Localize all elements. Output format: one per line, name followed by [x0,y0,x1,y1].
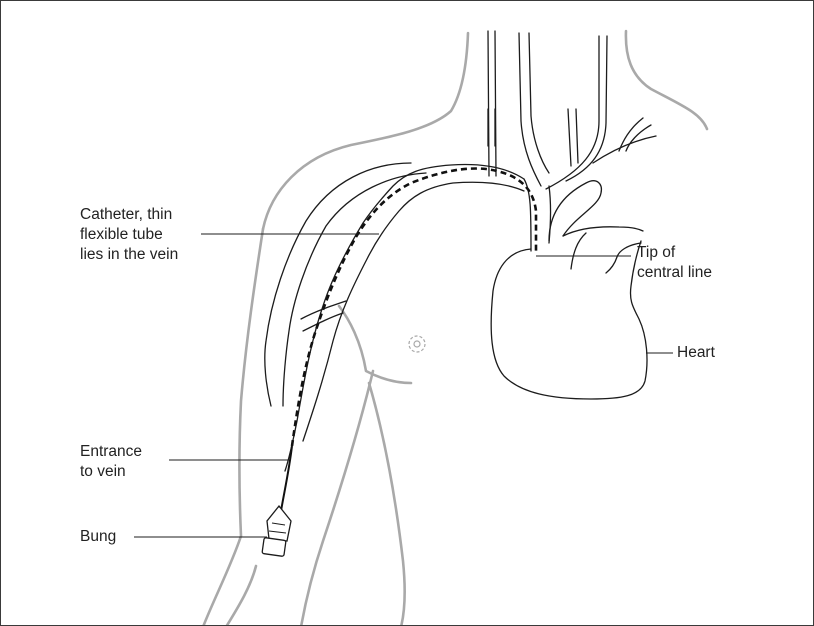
outer-arm-vein-a [265,163,411,406]
jugular-branch-1 [568,109,571,166]
bung-device [262,506,291,556]
tip-label-line-1: Tip of [637,243,712,263]
tip-label-line-2: central line [637,263,712,283]
vena-cava-right [549,186,551,243]
catheter-label: Catheter, thin flexible tube lies in the… [80,205,178,265]
catheter-label-line-2: flexible tube [80,225,178,245]
neck-right-outline [626,31,707,129]
heart-label: Heart [677,343,715,363]
jugular-branch-2 [576,109,578,163]
vessels [265,31,656,471]
neck-left-outline [263,33,468,229]
aortic-arch-inner [563,227,643,236]
arm-outer-outline [203,229,263,626]
catheter-label-line-1: Catheter, thin [80,205,178,225]
entrance-label-line-1: Entrance [80,442,142,462]
catheter-label-line-3: lies in the vein [80,245,178,265]
torso-side-outline [369,383,405,626]
nipple-mark [409,336,425,352]
outer-arm-vein-b [283,173,426,406]
tip-label: Tip of central line [637,243,712,283]
pulmonary-trunk [571,233,586,269]
arm-inner-outline [301,371,373,626]
carotid-left [546,36,599,189]
catheter-external-segment [281,446,292,511]
armpit-outline [339,306,411,383]
neck-vessel-2 [495,31,496,176]
neck-vessel-6 [529,33,549,173]
neck-vessel-1 [488,31,489,176]
heart-outline [491,241,647,399]
entrance-label-line-2: to vein [80,462,142,482]
entrance-label: Entrance to vein [80,442,142,482]
bung-label: Bung [80,527,116,547]
aortic-arch-outer [549,181,601,241]
forearm-outline [226,566,256,626]
